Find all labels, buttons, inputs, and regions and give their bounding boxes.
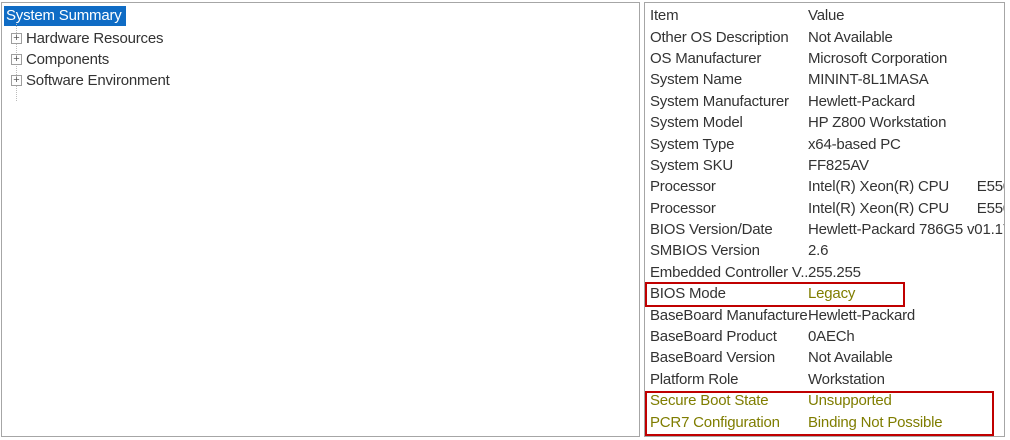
tree-item-label: Software Environment [26, 72, 170, 89]
table-row[interactable]: Processor Intel(R) Xeon(R) CPU E5506 [645, 176, 1004, 197]
table-row[interactable]: PCR7 Configuration Binding Not Possible [645, 411, 1004, 432]
tree-item-software-environment[interactable]: + Software Environment [2, 70, 639, 91]
column-header-value[interactable]: Value [808, 7, 845, 25]
value-cell: MININT-8L1MASA [808, 71, 929, 89]
value-cell: FF825AV [808, 156, 869, 174]
table-row[interactable]: BaseBoard Product 0AECh [645, 326, 1004, 347]
item-cell: System Model [650, 114, 743, 132]
expand-plus-icon[interactable]: + [11, 75, 22, 86]
item-cell: BaseBoard Manufacturer [650, 306, 808, 324]
table-row[interactable]: BaseBoard Version Not Available [645, 347, 1004, 368]
value-cell: Hewlett-Packard [808, 306, 916, 324]
value-cell: HP Z800 Workstation [808, 114, 947, 132]
item-cell: SMBIOS Version [650, 242, 760, 260]
expand-plus-icon[interactable]: + [11, 33, 22, 44]
item-cell: Processor [650, 199, 716, 217]
table-row[interactable]: SMBIOS Version 2.6 [645, 240, 1004, 261]
table-row[interactable]: BIOS Version/Date Hewlett-Packard 786G5 v… [645, 219, 1004, 240]
value-cell: 255.255 [808, 263, 861, 281]
value-cell: 2.6 [808, 242, 829, 260]
table-row[interactable]: OS Manufacturer Microsoft Corporation [645, 48, 1004, 69]
value-cell: Intel(R) Xeon(R) CPU E5506 [808, 199, 1004, 217]
item-cell: System Name [650, 71, 742, 89]
value-cell: Workstation [808, 370, 885, 388]
value-cell: x64-based PC [808, 135, 901, 153]
item-cell: BIOS Mode [650, 285, 726, 303]
column-header-item[interactable]: Item [650, 7, 679, 25]
value-cell: Hewlett-Packard [808, 92, 916, 110]
table-header-row: Item Value [645, 5, 1004, 26]
value-cell: Binding Not Possible [808, 413, 943, 431]
table-row[interactable]: Embedded Controller V...255.255 [645, 262, 1004, 283]
table-row[interactable]: System Model HP Z800 Workstation [645, 112, 1004, 133]
value-cell: Intel(R) Xeon(R) CPU E5506 [808, 178, 1004, 196]
value-cell: Microsoft Corporation [808, 49, 948, 67]
item-cell: OS Manufacturer [650, 49, 762, 67]
value-cell: 0AECh [808, 328, 855, 346]
item-cell: Secure Boot State [650, 392, 769, 410]
value-cell: Not Available [808, 28, 893, 46]
item-cell: Processor [650, 178, 716, 196]
table-row[interactable]: Platform Role Workstation [645, 369, 1004, 390]
table-row[interactable]: System SKU FF825AV [645, 155, 1004, 176]
category-tree-panel: System Summary + Hardware Resources + Compo… [1, 2, 640, 437]
table-row[interactable]: System Name MININT-8L1MASA [645, 69, 1004, 90]
item-cell: Other OS Description [650, 28, 789, 46]
item-cell: BaseBoard Product [650, 328, 777, 346]
item-cell: PCR7 Configuration [650, 413, 780, 431]
item-cell: BIOS Version/Date [650, 221, 773, 239]
value-cell: Unsupported [808, 392, 892, 410]
item-cell: System Type [650, 135, 735, 153]
table-row[interactable]: Processor Intel(R) Xeon(R) CPU E5506 [645, 198, 1004, 219]
table-row[interactable]: BIOS Mode Legacy [645, 283, 1004, 304]
expand-plus-icon[interactable]: + [11, 54, 22, 65]
item-cell: System SKU [650, 156, 734, 174]
tree-children: + Hardware Resources + Components + Software … [2, 24, 639, 101]
item-cell: System Manufacturer [650, 92, 789, 110]
table-row[interactable]: Other OS Description Not Available [645, 26, 1004, 47]
table-row[interactable]: Secure Boot State Unsupported [645, 390, 1004, 411]
tree-item-components[interactable]: + Components [2, 49, 639, 70]
tree-item-hardware-resources[interactable]: + Hardware Resources [2, 28, 639, 49]
table-row[interactable]: System Type x64-based PC [645, 133, 1004, 154]
table-row[interactable]: System Manufacturer Hewlett-Packard [645, 91, 1004, 112]
item-cell: Platform Role [650, 370, 739, 388]
value-cell: Legacy [808, 285, 856, 303]
tree-item-label: Components [26, 51, 110, 68]
item-cell: Embedded Controller V... [650, 263, 808, 281]
value-cell: Hewlett-Packard 786G5 v01.17, 8/ [808, 221, 1004, 239]
tree-item-label: Hardware Resources [26, 30, 164, 47]
tree-item-system-summary[interactable]: System Summary [4, 6, 126, 26]
value-cell: Not Available [808, 349, 893, 367]
item-cell: BaseBoard Version [650, 349, 776, 367]
